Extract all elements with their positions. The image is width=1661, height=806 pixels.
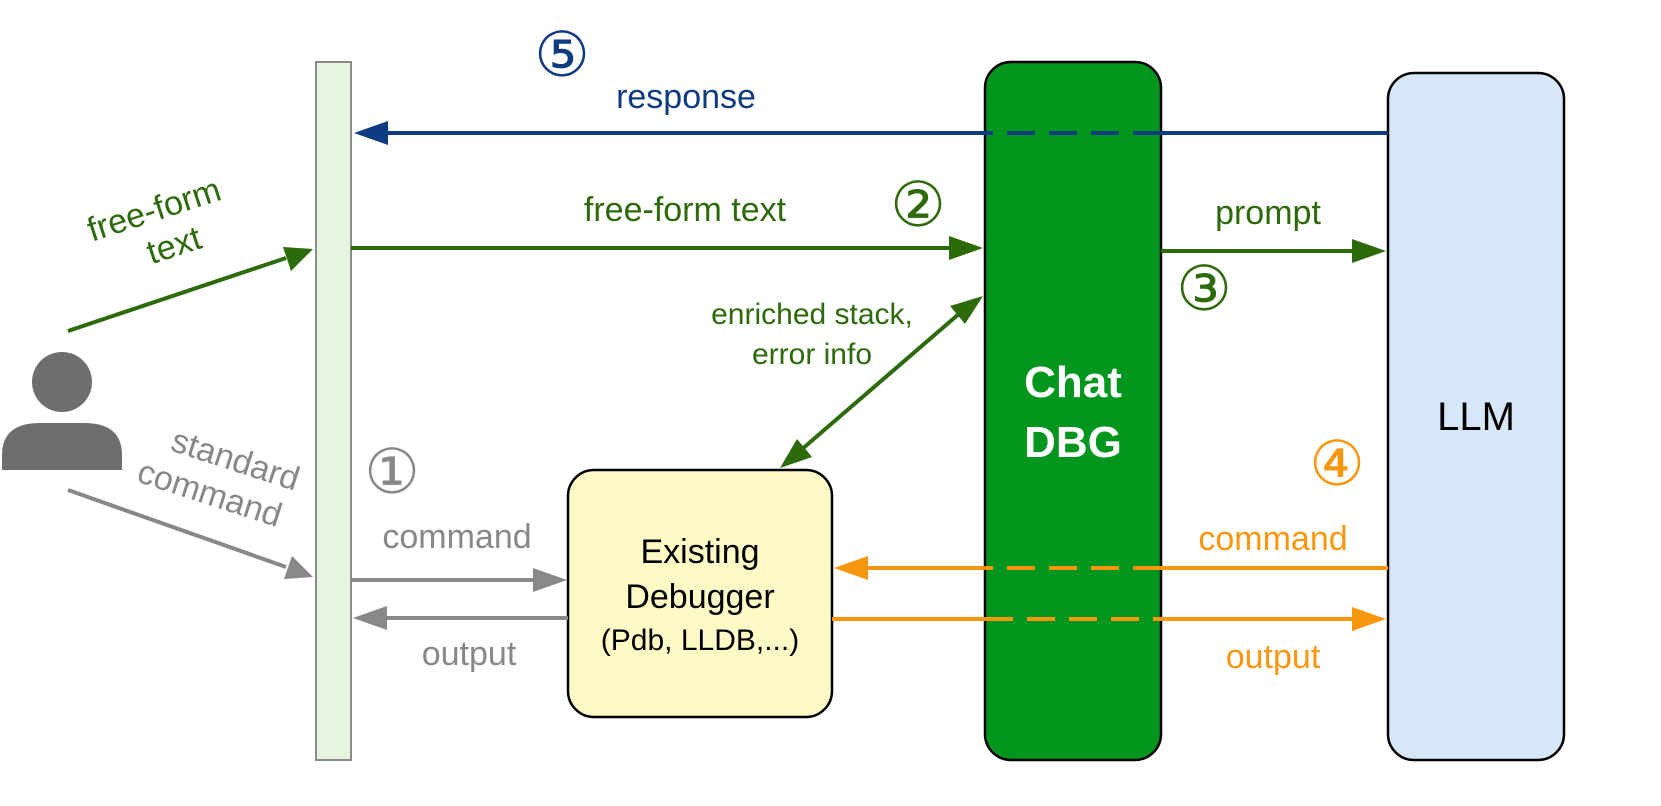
existing-debugger-box — [566, 468, 834, 719]
label-enriched-line1: enriched stack, — [711, 298, 913, 331]
arrow-command-orange — [834, 556, 1388, 580]
step-1-marker: ① — [364, 438, 420, 507]
arrow-output-gray — [353, 606, 568, 630]
label-output-orange: output — [1226, 638, 1321, 676]
terminal-bar — [315, 61, 352, 761]
llm-box — [1386, 71, 1566, 762]
arrow-user-standard-command — [67, 488, 313, 579]
arrow-user-free-form — [67, 247, 313, 333]
arrow-output-orange — [832, 607, 1386, 631]
user-icon — [2, 352, 122, 470]
arrow-command-gray — [351, 568, 567, 592]
label-free-form-text: free-form text — [584, 191, 787, 229]
chatdbg-box — [983, 60, 1163, 762]
arrow-enriched-stack — [780, 296, 983, 468]
label-command-orange: command — [1198, 520, 1347, 558]
step-2-marker: ② — [890, 171, 946, 240]
arrow-response — [354, 121, 1388, 145]
arrow-prompt — [1161, 239, 1386, 263]
label-command-gray: command — [382, 518, 531, 556]
llm-title: LLM — [1437, 395, 1515, 439]
step-5-marker: ⑤ — [534, 21, 590, 90]
step-4-marker: ④ — [1309, 430, 1365, 499]
debugger-examples: (Pdb, LLDB,...) — [601, 624, 799, 657]
chatdbg-title-line2: DBG — [1024, 418, 1122, 467]
arrow-free-form-text — [351, 236, 983, 260]
label-prompt: prompt — [1215, 194, 1321, 232]
label-enriched-line2: error info — [752, 338, 872, 371]
debugger-title-line2: Debugger — [625, 578, 774, 616]
label-response: response — [616, 78, 756, 116]
chatdbg-title-line1: Chat — [1024, 358, 1122, 407]
step-3-marker: ③ — [1176, 255, 1232, 324]
label-output-gray: output — [422, 635, 517, 673]
debugger-title-line1: Existing — [640, 533, 759, 571]
